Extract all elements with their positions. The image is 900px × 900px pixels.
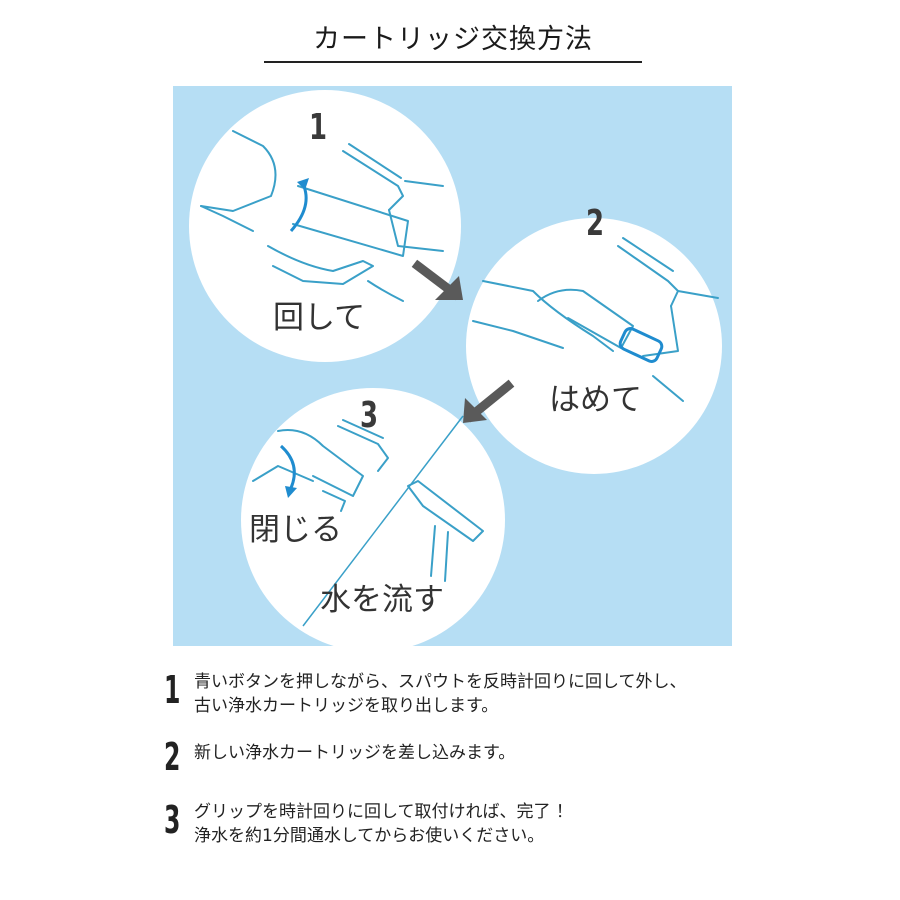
title-underline xyxy=(264,61,642,63)
instruction-number: 3 xyxy=(164,798,181,842)
arrow-step2-to-step3 xyxy=(463,379,515,423)
step1-faucet-drawing xyxy=(200,130,444,302)
instruction-line: 新しい浄水カートリッジを差し込みます。 xyxy=(194,743,516,763)
instruction-text: グリップを時計回りに回して取付ければ、完了 ！ 浄水を約1分間通水してからお使い… xyxy=(194,800,754,848)
illustration-art xyxy=(189,90,722,646)
step1-rotate-arrowhead xyxy=(297,178,309,190)
step1-number: 1 xyxy=(309,107,328,148)
instruction-line: グリップを時計回りに回して取付ければ、完了 ！ xyxy=(194,802,573,822)
instruction-number: 1 xyxy=(164,668,181,712)
step2-circle xyxy=(466,218,722,474)
instruction-line: 青いボタンを押しながら、スパウトを反時計回りに回して外し、 xyxy=(194,672,687,692)
step3-rotate-arrow xyxy=(279,444,296,489)
illustration-panel: 1 回して 2 はめて 3 閉じる 水を流す xyxy=(173,86,732,646)
step3-label-run-water: 水を流す xyxy=(320,582,444,618)
step2-label: はめて xyxy=(549,382,642,418)
step3-divider xyxy=(302,415,464,627)
step3-faucet-drawing xyxy=(252,419,484,582)
page-title: カートリッジ交換方法 xyxy=(313,24,593,55)
instruction-text: 新しい浄水カートリッジを差し込みます。 xyxy=(194,741,754,765)
instruction-number: 2 xyxy=(164,735,181,779)
instruction-line: 古い浄水カートリッジを取り出します。 xyxy=(194,696,499,716)
arrow-step1-to-step2 xyxy=(411,259,463,301)
step3-rotate-arrowhead xyxy=(285,486,297,498)
step3-label-close: 閉じる xyxy=(249,512,342,548)
instruction-text: 青いボタンを押しながら、スパウトを反時計回りに回して外し、 古い浄水カートリッジ… xyxy=(194,670,754,718)
instruction-line: 浄水を約1分間通水してからお使いください。 xyxy=(194,826,545,846)
step2-faucet-drawing xyxy=(472,237,719,402)
step2-number: 2 xyxy=(586,203,605,244)
step3-circle xyxy=(241,388,505,646)
step1-circle xyxy=(189,90,461,362)
step1-label: 回して xyxy=(273,300,366,336)
step2-cartridge-coil xyxy=(618,327,664,363)
step3-number: 3 xyxy=(360,395,379,436)
